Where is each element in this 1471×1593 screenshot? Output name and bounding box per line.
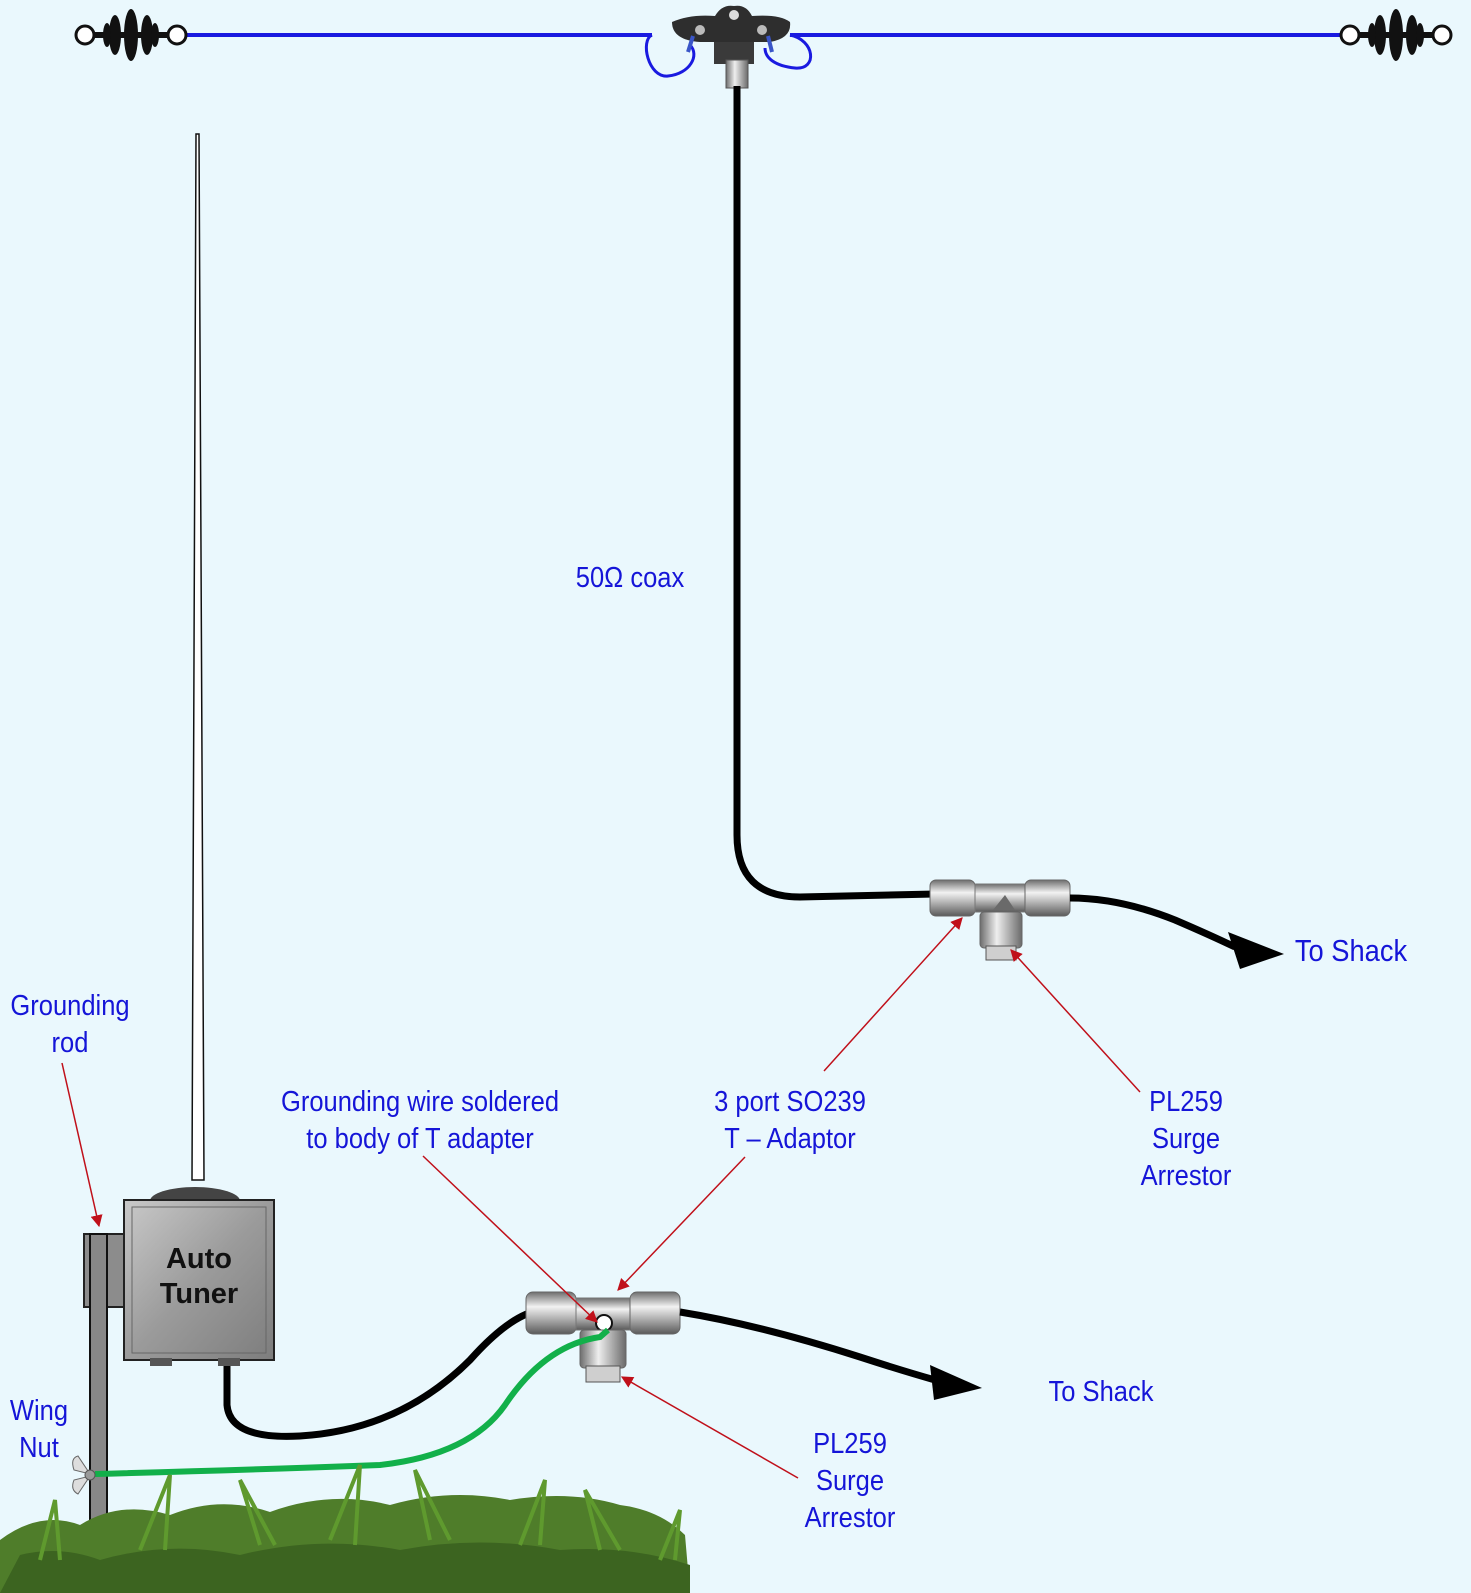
wing-nut-line-1: Wing	[9, 1395, 69, 1427]
surge-arrestor-bottom-label: PL259 Surge Arrestor	[788, 1426, 911, 1537]
insulator-icon	[1339, 9, 1453, 61]
surge-top-line-2: Surge	[1151, 1123, 1221, 1155]
t-adaptor-line-1: 3 port SO239	[714, 1086, 866, 1118]
grounding-wire-line-2: to body of T adapter	[306, 1123, 534, 1155]
ground-wire	[94, 1327, 610, 1477]
grounding-rod-callout	[61, 1062, 103, 1228]
surge-bottom-line-1: PL259	[813, 1428, 887, 1460]
coax-feedline	[733, 86, 936, 901]
coax-to-shack	[1069, 894, 1237, 951]
surge-bottom-line-2: Surge	[815, 1465, 885, 1497]
dipole-center-icon	[672, 5, 791, 89]
arrow-head	[1228, 932, 1284, 969]
tuner-line-2: Tuner	[159, 1278, 239, 1310]
wing-nut-line-2: Nut	[19, 1432, 59, 1464]
tuner-coax	[223, 1306, 541, 1440]
surge-arrestor-icon	[979, 911, 1023, 961]
grounding-rod	[83, 1233, 125, 1551]
grass-icon	[0, 1464, 690, 1593]
t-adaptor-line-2: T – Adaptor	[724, 1123, 856, 1155]
grounding-rod-line-2: rod	[51, 1027, 89, 1059]
to-shack-bottom-label: To Shack	[1044, 1374, 1158, 1411]
t-adapter-icon	[929, 879, 1071, 917]
surge-top-line-3: Arrestor	[1140, 1160, 1232, 1192]
t-adaptor-callout-lower	[617, 1156, 746, 1291]
coax-to-shack	[679, 1308, 936, 1384]
to-shack-bottom-text: To Shack	[1048, 1376, 1154, 1408]
dipole-antenna	[170, 33, 1342, 78]
grounding-rod-line-1: Grounding	[10, 990, 130, 1022]
arrow-head	[930, 1365, 982, 1400]
callout-arrows	[61, 917, 1141, 1479]
surge-top-line-1: PL259	[1149, 1086, 1223, 1118]
surge-bottom-line-3: Arrestor	[804, 1502, 896, 1534]
grounding-wire-callout	[422, 1155, 598, 1323]
surge-bottom-callout	[620, 1376, 799, 1479]
wing-nut-icon	[72, 1455, 96, 1495]
to-shack-top-label: To Shack	[1285, 932, 1417, 969]
t-adaptor-label: 3 port SO239 T – Adaptor	[702, 1084, 878, 1158]
auto-tuner-box	[123, 1187, 275, 1366]
surge-arrestor-top-label: PL259 Surge Arrestor	[1124, 1084, 1247, 1195]
wing-nut-label: Wing Nut	[5, 1393, 74, 1467]
to-shack-top-text: To Shack	[1294, 933, 1408, 968]
surge-top-callout	[1010, 949, 1141, 1093]
grounding-wire-line-1: Grounding wire soldered	[280, 1086, 560, 1118]
coax-label-text: 50Ω coax	[575, 562, 685, 594]
grounding-wire-label: Grounding wire soldered to body of T ada…	[279, 1084, 561, 1158]
t-adapter-icon	[525, 1291, 681, 1335]
coax-label: 50Ω coax	[568, 560, 691, 597]
vertical-whip	[191, 133, 205, 1181]
t-adaptor-callout-upper	[823, 917, 963, 1072]
tuner-line-1: Auto	[165, 1243, 233, 1275]
grounding-rod-label: Grounding rod	[8, 988, 131, 1062]
insulator-icon	[74, 9, 188, 61]
auto-tuner-label: Auto Tuner	[134, 1242, 264, 1312]
